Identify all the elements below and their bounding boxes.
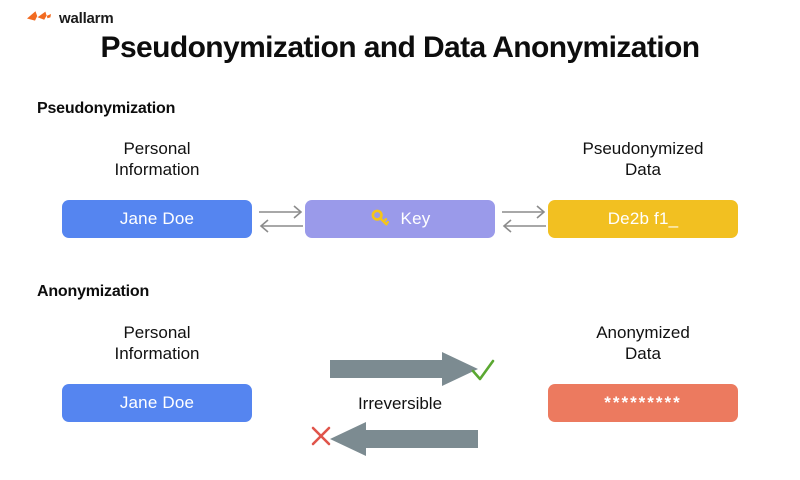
- caption-anonymized-data: Anonymized Data: [548, 322, 738, 364]
- pill-pseudonymized-data: De2b f1_: [548, 200, 738, 238]
- pill-personal-information-1: Jane Doe: [62, 200, 252, 238]
- pill-value: *********: [604, 393, 682, 412]
- caption-pseudonymized-data: Pseudonymized Data: [548, 138, 738, 180]
- pill-anonymized-data: *********: [548, 384, 738, 422]
- section-heading-pseudonymization: Pseudonymization: [37, 100, 176, 117]
- pill-key-label: Key: [400, 209, 431, 228]
- caption-line-1: Anonymized: [596, 323, 690, 342]
- pill-key: Key: [305, 200, 495, 238]
- caption-line-2: Information: [114, 160, 200, 179]
- brand-name: wallarm: [59, 10, 114, 27]
- pill-value: Jane Doe: [119, 209, 195, 228]
- arrow-forward-irreversible-icon: [330, 352, 478, 391]
- caption-personal-information-1: Personal Information: [62, 138, 252, 180]
- exchange-arrows-right: [501, 202, 547, 236]
- caption-line-2: Data: [625, 344, 661, 363]
- wallarm-lightning-mark-icon: [26, 8, 52, 29]
- pill-value: Jane Doe: [119, 393, 195, 412]
- pill-personal-information-2: Jane Doe: [62, 384, 252, 422]
- pill-value: De2b f1_: [607, 209, 679, 228]
- caption-line-2: Information: [114, 344, 200, 363]
- cross-icon: [309, 424, 333, 453]
- caption-line-1: Pseudonymized: [582, 139, 704, 158]
- caption-line-1: Personal: [123, 139, 191, 158]
- caption-line-2: Data: [625, 160, 661, 179]
- caption-personal-information-2: Personal Information: [62, 322, 252, 364]
- arrow-backward-irreversible-icon: [330, 422, 478, 461]
- section-heading-anonymization: Anonymization: [37, 283, 150, 300]
- caption-line-1: Personal: [123, 323, 191, 342]
- brand-logo: wallarm: [26, 8, 114, 29]
- check-icon: [470, 358, 496, 389]
- irreversible-label: Irreversible: [357, 394, 443, 413]
- key-icon: [370, 208, 392, 230]
- exchange-arrows-left: [258, 202, 304, 236]
- page-title: Pseudonymization and Data Anonymization: [100, 31, 700, 64]
